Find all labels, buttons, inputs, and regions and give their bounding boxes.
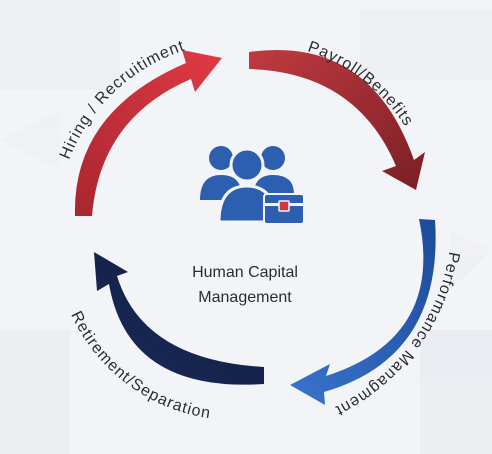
people-briefcase-icon <box>200 146 305 225</box>
retirement-arrow <box>94 252 264 385</box>
performance-arrow <box>290 219 436 405</box>
center-title-line-2: Management <box>198 289 292 306</box>
payroll-arrow <box>249 49 425 191</box>
hiring-arrow <box>74 50 222 216</box>
center-title-line-1: Human Capital <box>192 264 298 281</box>
